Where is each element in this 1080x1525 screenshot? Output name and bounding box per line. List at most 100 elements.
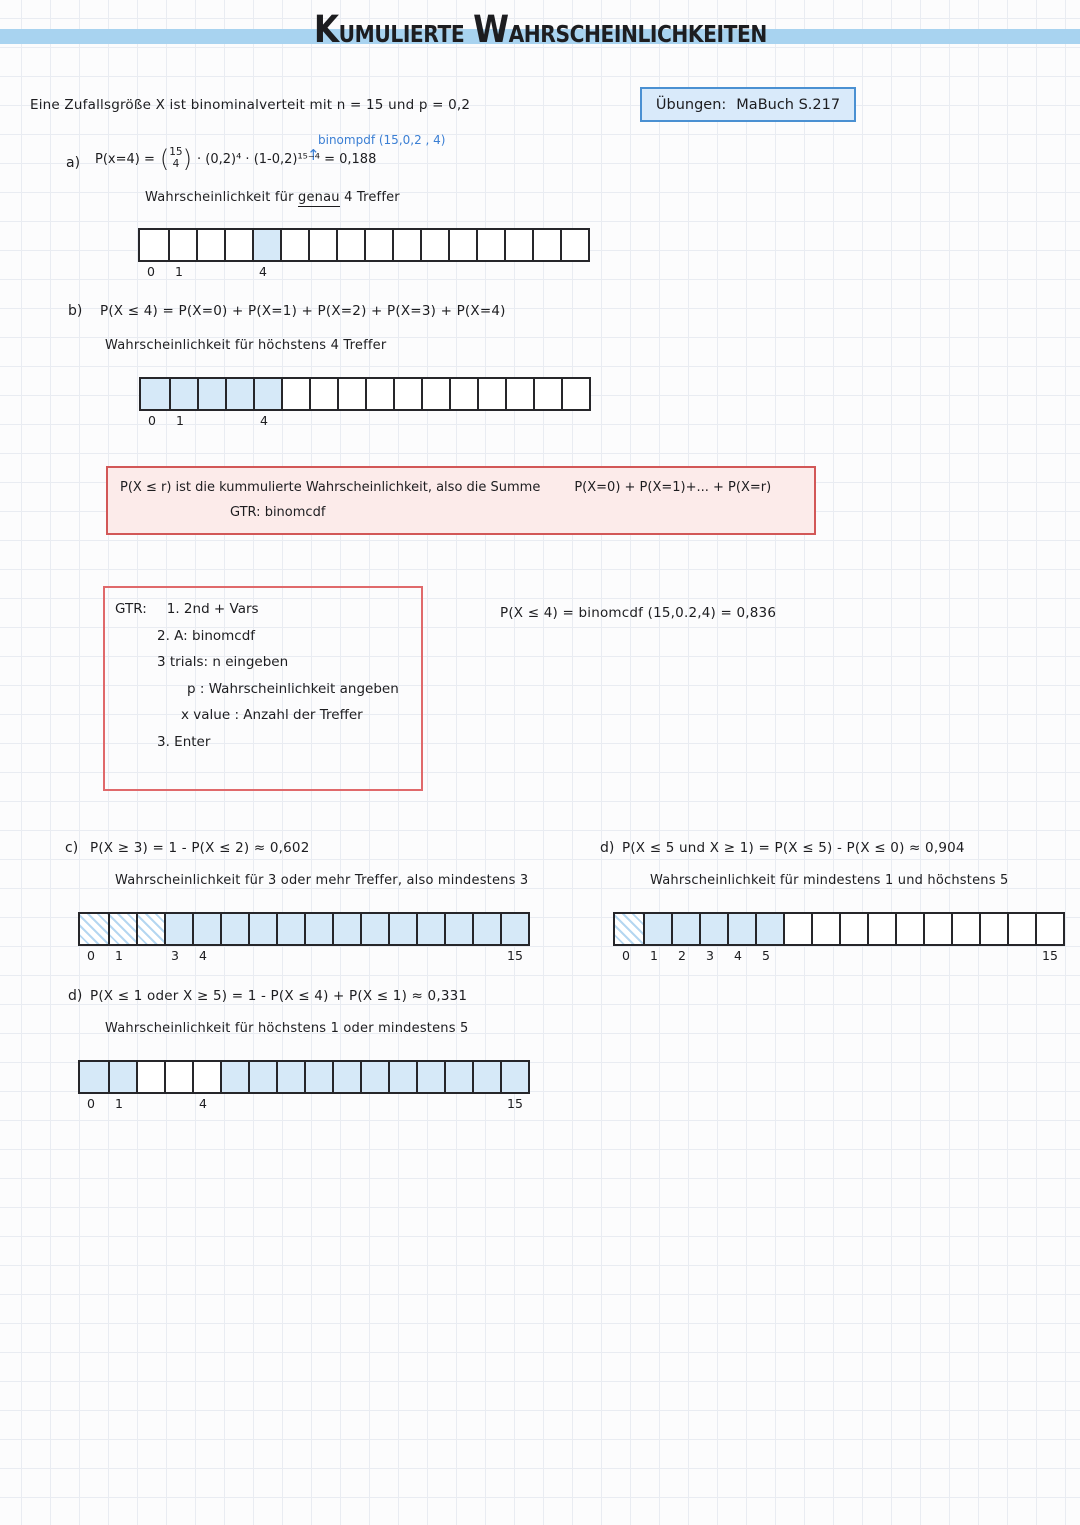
bar-d-right-cells: [613, 912, 1065, 946]
bar-cell-0: [141, 379, 169, 409]
section-b-label: b): [68, 303, 83, 319]
bar-tick-label: 1: [115, 1096, 123, 1111]
bar-cell-10: [360, 914, 388, 944]
bar-cell-15: [560, 230, 588, 260]
bar-cell-9: [332, 914, 360, 944]
bar-cell-0: [140, 230, 168, 260]
bar-cell-0: [80, 1062, 108, 1092]
intro-text: Eine Zufallsgröße X ist binominalverteit…: [30, 97, 471, 113]
bar-tick-label: 15: [507, 1096, 523, 1111]
bar-cell-15: [500, 1062, 528, 1092]
bar-cell-10: [895, 914, 923, 944]
bar-cell-13: [979, 914, 1007, 944]
bar-cell-9: [332, 1062, 360, 1092]
bar-cell-3: [699, 914, 727, 944]
bar-cell-12: [416, 914, 444, 944]
bar-cell-12: [477, 379, 505, 409]
bar-cell-2: [196, 230, 224, 260]
title-highlight-band: [0, 29, 1080, 44]
bar-cell-1: [169, 379, 197, 409]
info-box-line1: P(X ≤ r) ist die kummulierte Wahrscheinl…: [120, 480, 541, 495]
section-c-formula: P(X ≥ 3) = 1 - P(X ≤ 2) ≈ 0,602: [90, 840, 310, 856]
bar-tick-label: 4: [199, 1096, 207, 1111]
bar-cell-5: [280, 230, 308, 260]
bar-cell-7: [336, 230, 364, 260]
bar-c-cells: [78, 912, 530, 946]
bar-tick-label: 0: [87, 948, 95, 963]
bar-tick-label: 1: [176, 413, 184, 428]
gtr-step-1: 1. 2nd + Vars: [166, 601, 259, 617]
caption-a-underlined: genau: [298, 190, 340, 207]
section-a-label: a): [66, 155, 81, 171]
bar-cell-9: [867, 914, 895, 944]
exercises-box-label: Übungen:: [655, 96, 727, 113]
gtr-step-5: x value : Anzahl der Treffer: [181, 707, 363, 723]
bar-cell-13: [504, 230, 532, 260]
bar-cell-11: [923, 914, 951, 944]
bar-cell-8: [304, 1062, 332, 1092]
binom-bottom: 4: [172, 158, 180, 170]
bar-cell-9: [393, 379, 421, 409]
bar-cell-10: [360, 1062, 388, 1092]
title-rest-1: UMULIERTE: [338, 22, 464, 48]
bar-tick-label: 3: [706, 948, 714, 963]
bar-tick-label: 0: [622, 948, 630, 963]
bar-cell-5: [755, 914, 783, 944]
binompdf-annotation: binompdf (15,0,2 , 4): [318, 133, 446, 147]
section-d-right-formula: P(X ≤ 5 und X ≥ 1) = P(X ≤ 5) - P(X ≤ 0)…: [622, 840, 965, 856]
bar-cell-8: [365, 379, 393, 409]
bar-cell-8: [839, 914, 867, 944]
bar-cell-2: [671, 914, 699, 944]
title-initial-2: W: [472, 8, 509, 51]
bar-tick-label: 0: [147, 264, 155, 279]
bar-tick-label: 1: [115, 948, 123, 963]
bar-cell-2: [136, 914, 164, 944]
bar-cell-3: [224, 230, 252, 260]
bar-tick-label: 3: [171, 948, 179, 963]
bar-cell-11: [388, 914, 416, 944]
bar-cell-6: [248, 914, 276, 944]
gtr-steps-box: GTR: 1. 2nd + Vars 2. A: binomcdf 3 tria…: [103, 586, 423, 791]
bar-cell-3: [225, 379, 253, 409]
bar-cell-3: [164, 914, 192, 944]
bar-cell-7: [811, 914, 839, 944]
bar-cell-8: [364, 230, 392, 260]
bar-cell-14: [533, 379, 561, 409]
bar-tick-label: 4: [199, 948, 207, 963]
gtr-step-3: 3 trials: n eingeben: [157, 654, 289, 670]
gtr-step-4: p : Wahrscheinlichkeit angeben: [187, 680, 399, 697]
bar-cell-4: [253, 379, 281, 409]
section-d-right-caption: Wahrscheinlichkeit für mindestens 1 und …: [650, 873, 1009, 888]
caption-a-post: 4 Treffer: [344, 190, 400, 205]
section-c-caption: Wahrscheinlichkeit für 3 oder mehr Treff…: [115, 873, 529, 888]
bar-cell-0: [615, 914, 643, 944]
bar-a-cells: [138, 228, 590, 262]
exercises-box-text: MaBuch S.217: [736, 96, 841, 113]
bar-tick-label: 2: [678, 948, 686, 963]
title-rest-2: AHRSCHEINLICHKEITEN: [508, 22, 767, 48]
paren-open: (: [159, 145, 170, 173]
bar-cell-1: [168, 230, 196, 260]
bar-cell-15: [561, 379, 589, 409]
bar-tick-label: 15: [1042, 948, 1058, 963]
bar-cell-14: [532, 230, 560, 260]
caption-a-pre: Wahrscheinlichkeit für: [145, 190, 294, 205]
bar-cell-5: [220, 1062, 248, 1092]
bar-tick-label: 4: [260, 413, 268, 428]
bar-cell-7: [276, 1062, 304, 1092]
cumulative-info-box: P(X ≤ r) ist die kummulierte Wahrscheinl…: [106, 466, 816, 535]
exercises-box: Übungen: MaBuch S.217: [640, 87, 856, 122]
bar-cell-1: [643, 914, 671, 944]
section-a-caption: Wahrscheinlichkeit für genau 4 Treffer: [145, 190, 400, 207]
section-d-bottom-caption: Wahrscheinlichkeit für höchstens 1 oder …: [105, 1021, 469, 1036]
bar-cell-0: [80, 914, 108, 944]
bar-d-bottom-cells: [78, 1060, 530, 1094]
bar-cell-6: [248, 1062, 276, 1092]
bar-cell-10: [420, 230, 448, 260]
formula-a-post: · (0,2)⁴ · (1-0,2)¹⁵⁻⁴ = 0,188: [197, 151, 377, 167]
